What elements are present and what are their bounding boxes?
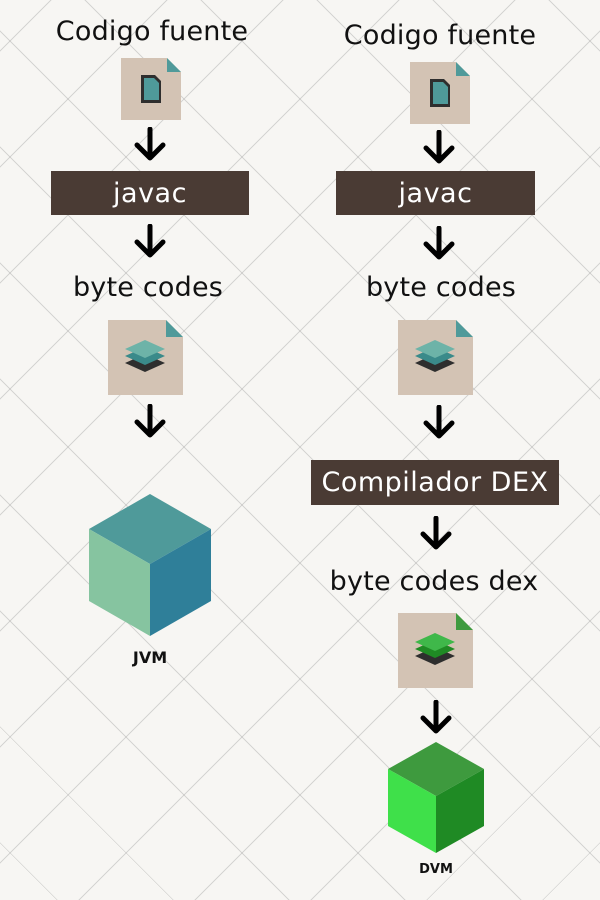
dvm-cube-icon xyxy=(388,742,484,853)
arrow-down-icon xyxy=(134,404,166,438)
left-bytecode-label: byte codes xyxy=(72,272,224,303)
arrow-down-icon xyxy=(423,405,455,439)
arrow-down-icon xyxy=(420,516,452,550)
dex-bytecode-label: byte codes dex xyxy=(329,566,539,597)
jvm-label: JVM xyxy=(132,648,168,667)
left-javac-box: javac xyxy=(51,171,249,215)
left-source-label: Codigo fuente xyxy=(55,16,249,47)
arrow-down-icon xyxy=(134,224,166,258)
source-file-icon xyxy=(121,58,181,120)
bytecode-file-icon xyxy=(398,320,473,395)
dex-bytecode-file-icon xyxy=(398,613,473,688)
jvm-cube-icon xyxy=(89,494,211,636)
dex-compiler-box: Compilador DEX xyxy=(311,460,559,505)
bytecode-file-icon xyxy=(108,320,183,395)
arrow-down-icon xyxy=(423,130,455,164)
arrow-down-icon xyxy=(420,700,452,734)
right-bytecode-label: byte codes xyxy=(365,272,517,303)
right-javac-box: javac xyxy=(336,171,535,215)
dvm-label: DVM xyxy=(419,862,453,877)
source-file-icon xyxy=(410,62,470,124)
right-source-label: Codigo fuente xyxy=(343,20,537,51)
arrow-down-icon xyxy=(134,127,166,161)
arrow-down-icon xyxy=(423,226,455,260)
